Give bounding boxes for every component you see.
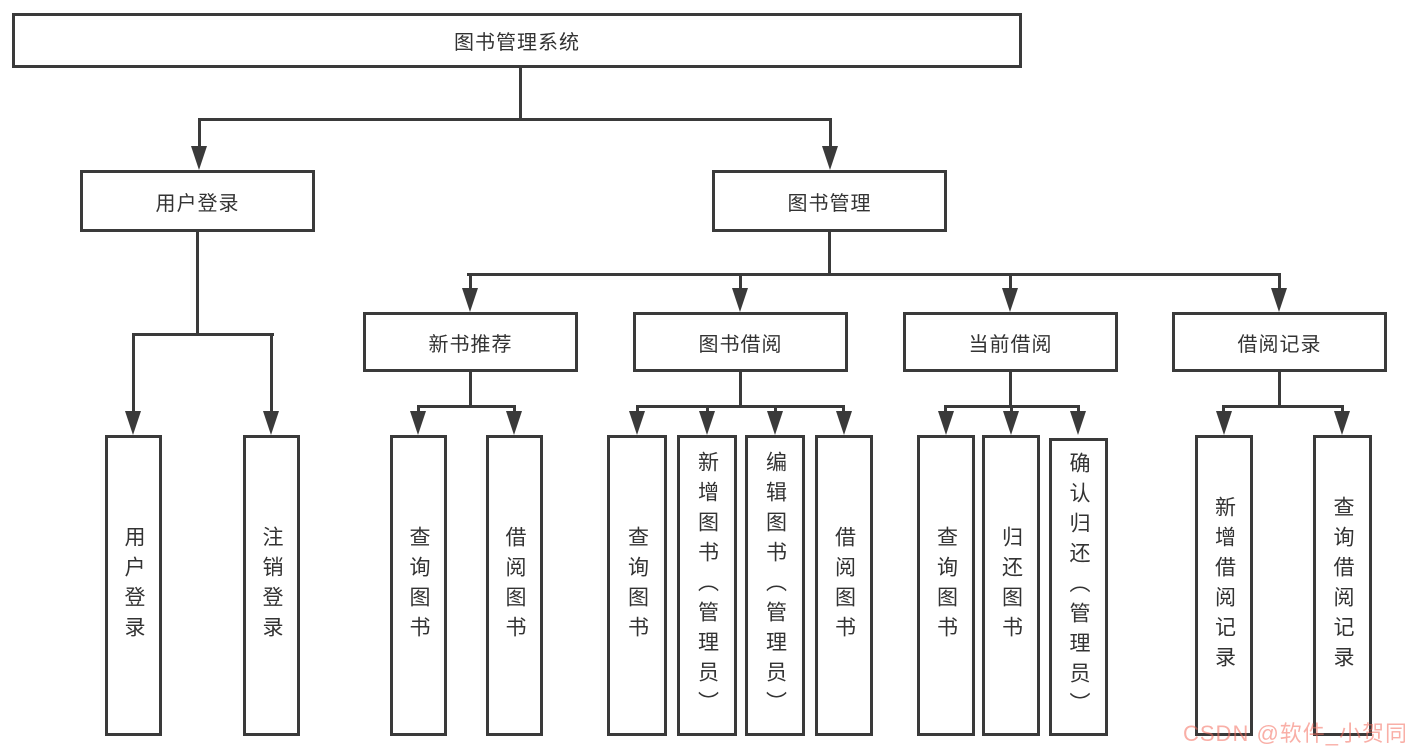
connector-line xyxy=(636,405,845,408)
leaf-edit-books-admin: 编辑图书（管理员） xyxy=(745,435,805,736)
arrow-down-icon xyxy=(938,411,954,435)
node-current-borrowing-label: 当前借阅 xyxy=(968,333,1053,356)
node-borrowing-records: 借阅记录 xyxy=(1172,312,1387,372)
arrow-down-icon xyxy=(629,411,645,435)
arrow-down-icon xyxy=(1070,411,1086,435)
connector-line xyxy=(636,405,639,414)
leaf-borrow-books-borrowing-label: 借阅图书 xyxy=(832,525,856,646)
arrow-down-icon xyxy=(822,146,838,170)
node-user-login-label: 用户登录 xyxy=(155,192,240,215)
leaf-edit-books-admin-label: 编辑图书（管理员） xyxy=(763,450,787,721)
arrow-down-icon xyxy=(191,146,207,170)
leaf-borrow-books-borrowing: 借阅图书 xyxy=(815,435,873,736)
leaf-confirm-return-admin-label: 确认归还（管理员） xyxy=(1067,452,1090,722)
arrow-down-icon xyxy=(699,411,715,435)
watermark: CSDN @软件_小贺同学 xyxy=(1183,721,1405,746)
connector-line xyxy=(1222,405,1225,414)
leaf-query-books-recommend-label: 查询图书 xyxy=(407,525,430,646)
connector-line xyxy=(519,68,522,121)
leaf-user-login: 用户登录 xyxy=(105,435,162,736)
node-current-borrowing: 当前借阅 xyxy=(903,312,1118,372)
connector-line xyxy=(739,273,742,291)
node-root-label: 图书管理系统 xyxy=(454,32,580,54)
connector-line xyxy=(1009,273,1012,291)
connector-line xyxy=(1278,372,1281,408)
connector-line xyxy=(469,372,472,408)
connector-line xyxy=(198,118,831,121)
arrow-down-icon xyxy=(1271,288,1287,312)
connector-line xyxy=(706,405,709,414)
connector-line xyxy=(739,372,742,408)
connector-line xyxy=(1278,273,1281,291)
node-borrowing-records-label: 借阅记录 xyxy=(1237,333,1322,356)
leaf-query-books-current-label: 查询图书 xyxy=(934,525,958,646)
node-book-management: 图书管理 xyxy=(712,170,947,232)
leaf-logout-login-label: 注销登录 xyxy=(260,525,283,646)
node-root: 图书管理系统 xyxy=(12,13,1022,68)
connector-line xyxy=(1009,372,1012,408)
connector-line xyxy=(842,405,845,414)
connector-line xyxy=(1222,405,1344,408)
leaf-query-books-current: 查询图书 xyxy=(917,435,975,736)
leaf-add-borrow-record: 新增借阅记录 xyxy=(1195,435,1253,736)
arrow-down-icon xyxy=(732,288,748,312)
connector-line xyxy=(1077,405,1080,414)
arrow-down-icon xyxy=(1216,411,1232,435)
arrow-down-icon xyxy=(125,411,141,435)
node-book-management-label: 图书管理 xyxy=(787,192,872,215)
connector-line xyxy=(828,232,831,276)
leaf-query-borrow-record-label: 查询借阅记录 xyxy=(1331,495,1354,676)
leaf-add-borrow-record-label: 新增借阅记录 xyxy=(1212,495,1236,676)
connector-line xyxy=(469,273,472,291)
connector-line xyxy=(467,273,1281,276)
leaf-logout-login: 注销登录 xyxy=(243,435,300,736)
leaf-query-books-borrowing-label: 查询图书 xyxy=(625,525,649,646)
leaf-return-books-label: 归还图书 xyxy=(999,525,1023,646)
leaf-add-books-admin: 新增图书（管理员） xyxy=(677,435,737,736)
leaf-return-books: 归还图书 xyxy=(982,435,1040,736)
connector-line xyxy=(198,118,201,148)
arrow-down-icon xyxy=(1003,411,1019,435)
leaf-borrow-books-recommend: 借阅图书 xyxy=(486,435,543,736)
connector-line xyxy=(944,405,947,414)
leaf-query-books-borrowing: 查询图书 xyxy=(607,435,667,736)
connector-line xyxy=(132,333,135,411)
connector-line xyxy=(1341,405,1344,414)
arrow-down-icon xyxy=(1334,411,1350,435)
arrow-down-icon xyxy=(767,411,783,435)
connector-line xyxy=(132,333,274,336)
node-book-borrowing: 图书借阅 xyxy=(633,312,848,372)
node-new-book-recommend-label: 新书推荐 xyxy=(428,333,513,356)
arrow-down-icon xyxy=(1002,288,1018,312)
arrow-down-icon xyxy=(462,288,478,312)
arrow-down-icon xyxy=(410,411,426,435)
arrow-down-icon xyxy=(836,411,852,435)
connector-line xyxy=(513,405,516,414)
leaf-add-books-admin-label: 新增图书（管理员） xyxy=(695,450,719,721)
connector-line xyxy=(829,118,832,148)
arrow-down-icon xyxy=(506,411,522,435)
node-user-login: 用户登录 xyxy=(80,170,315,232)
connector-line xyxy=(417,405,516,408)
leaf-borrow-books-recommend-label: 借阅图书 xyxy=(503,525,526,646)
connector-line xyxy=(417,405,420,414)
arrow-down-icon xyxy=(263,411,279,435)
leaf-user-login-label: 用户登录 xyxy=(122,525,145,646)
node-new-book-recommend: 新书推荐 xyxy=(363,312,578,372)
connector-line xyxy=(196,232,199,336)
leaf-confirm-return-admin: 确认归还（管理员） xyxy=(1049,438,1108,736)
node-book-borrowing-label: 图书借阅 xyxy=(698,333,783,356)
leaf-query-books-recommend: 查询图书 xyxy=(390,435,447,736)
connector-line xyxy=(270,333,273,411)
connector-line xyxy=(774,405,777,414)
connector-line xyxy=(1010,405,1013,414)
leaf-query-borrow-record: 查询借阅记录 xyxy=(1313,435,1372,736)
